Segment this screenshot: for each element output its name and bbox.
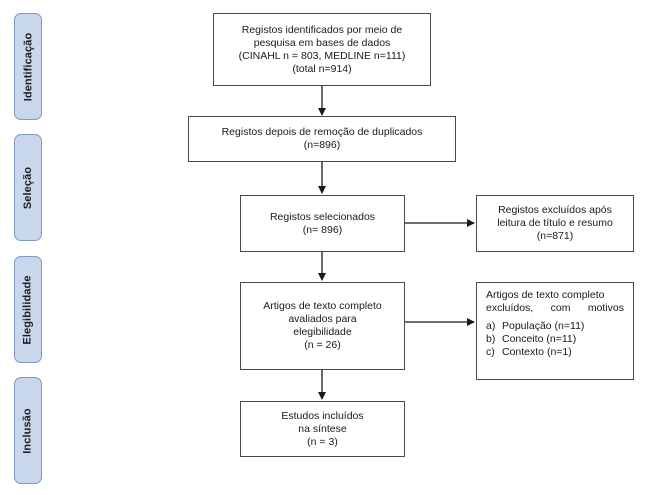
exclusion-reasons-list: a) População (n=11) b) Conceito (n=11) c… bbox=[486, 320, 624, 359]
fulltext-assessed-line3: elegibilidade bbox=[293, 326, 352, 338]
exclusion-reason-text: Conceito (n=11) bbox=[502, 333, 577, 345]
fulltext-excluded-line2: excluídos, com motivos bbox=[486, 302, 624, 314]
box-fulltext-excluded: Artigos de texto completo excluídos, com… bbox=[476, 282, 634, 380]
records-identified-line4: (total n=914) bbox=[292, 62, 352, 75]
records-identified-line2: pesquisa em bases de dados bbox=[253, 36, 391, 49]
fulltext-assessed-line2: avaliados para bbox=[288, 313, 357, 325]
studies-included-line2: na síntese bbox=[298, 422, 347, 435]
exclusion-reason-marker: b) bbox=[486, 333, 496, 345]
fulltext-assessed-line4: (n = 26) bbox=[304, 339, 341, 351]
box-records-identified: Registos identificados por meio de pesqu… bbox=[213, 13, 431, 86]
phase-selection: Seleção bbox=[14, 134, 42, 241]
phase-identification: Identificação bbox=[14, 13, 42, 120]
records-identified-line3: (CINAHL n = 803, MEDLINE n=111) bbox=[238, 49, 406, 62]
records-selected-line1: Registos selecionados bbox=[269, 210, 376, 223]
records-deduplicated-line2: (n=896) bbox=[303, 139, 341, 151]
box-records-excluded-title-abstract: Registos excluídos após leitura de títul… bbox=[476, 195, 634, 252]
fulltext-assessed-line1: Artigos de texto completo bbox=[263, 300, 382, 312]
box-studies-included: Estudos incluídos na síntese (n = 3) bbox=[240, 401, 405, 457]
exclusion-reason-marker: c) bbox=[486, 346, 495, 358]
phase-inclusion: Inclusão bbox=[14, 377, 42, 484]
box-records-selected: Registos selecionados (n= 896) bbox=[240, 195, 405, 252]
records-selected-line2: (n= 896) bbox=[302, 223, 343, 236]
records-excluded-line2: leitura de título e resumo bbox=[497, 217, 613, 229]
exclusion-reason-item: c) Contexto (n=1) bbox=[486, 346, 624, 359]
exclusion-reason-item: b) Conceito (n=11) bbox=[486, 333, 624, 346]
fulltext-excluded-line1: Artigos de texto completo bbox=[486, 289, 605, 301]
studies-included-line3: (n = 3) bbox=[307, 435, 338, 448]
phase-eligibility: Elegibilidade bbox=[14, 256, 42, 363]
exclusion-reason-item: a) População (n=11) bbox=[486, 320, 624, 333]
records-identified-line1: Registos identificados por meio de bbox=[241, 23, 403, 36]
records-excluded-line1: Registos excluídos após bbox=[498, 204, 612, 216]
exclusion-reason-text: População (n=11) bbox=[502, 320, 585, 332]
records-excluded-line3: (n=871) bbox=[536, 230, 574, 242]
studies-included-line1: Estudos incluídos bbox=[281, 409, 364, 422]
exclusion-reason-text: Contexto (n=1) bbox=[502, 346, 572, 358]
box-fulltext-assessed: Artigos de texto completo avaliados para… bbox=[240, 282, 405, 370]
records-deduplicated-line1: Registos depois de remoção de duplicados bbox=[221, 126, 423, 138]
box-records-deduplicated: Registos depois de remoção de duplicados… bbox=[188, 116, 456, 162]
exclusion-reason-marker: a) bbox=[486, 320, 496, 332]
